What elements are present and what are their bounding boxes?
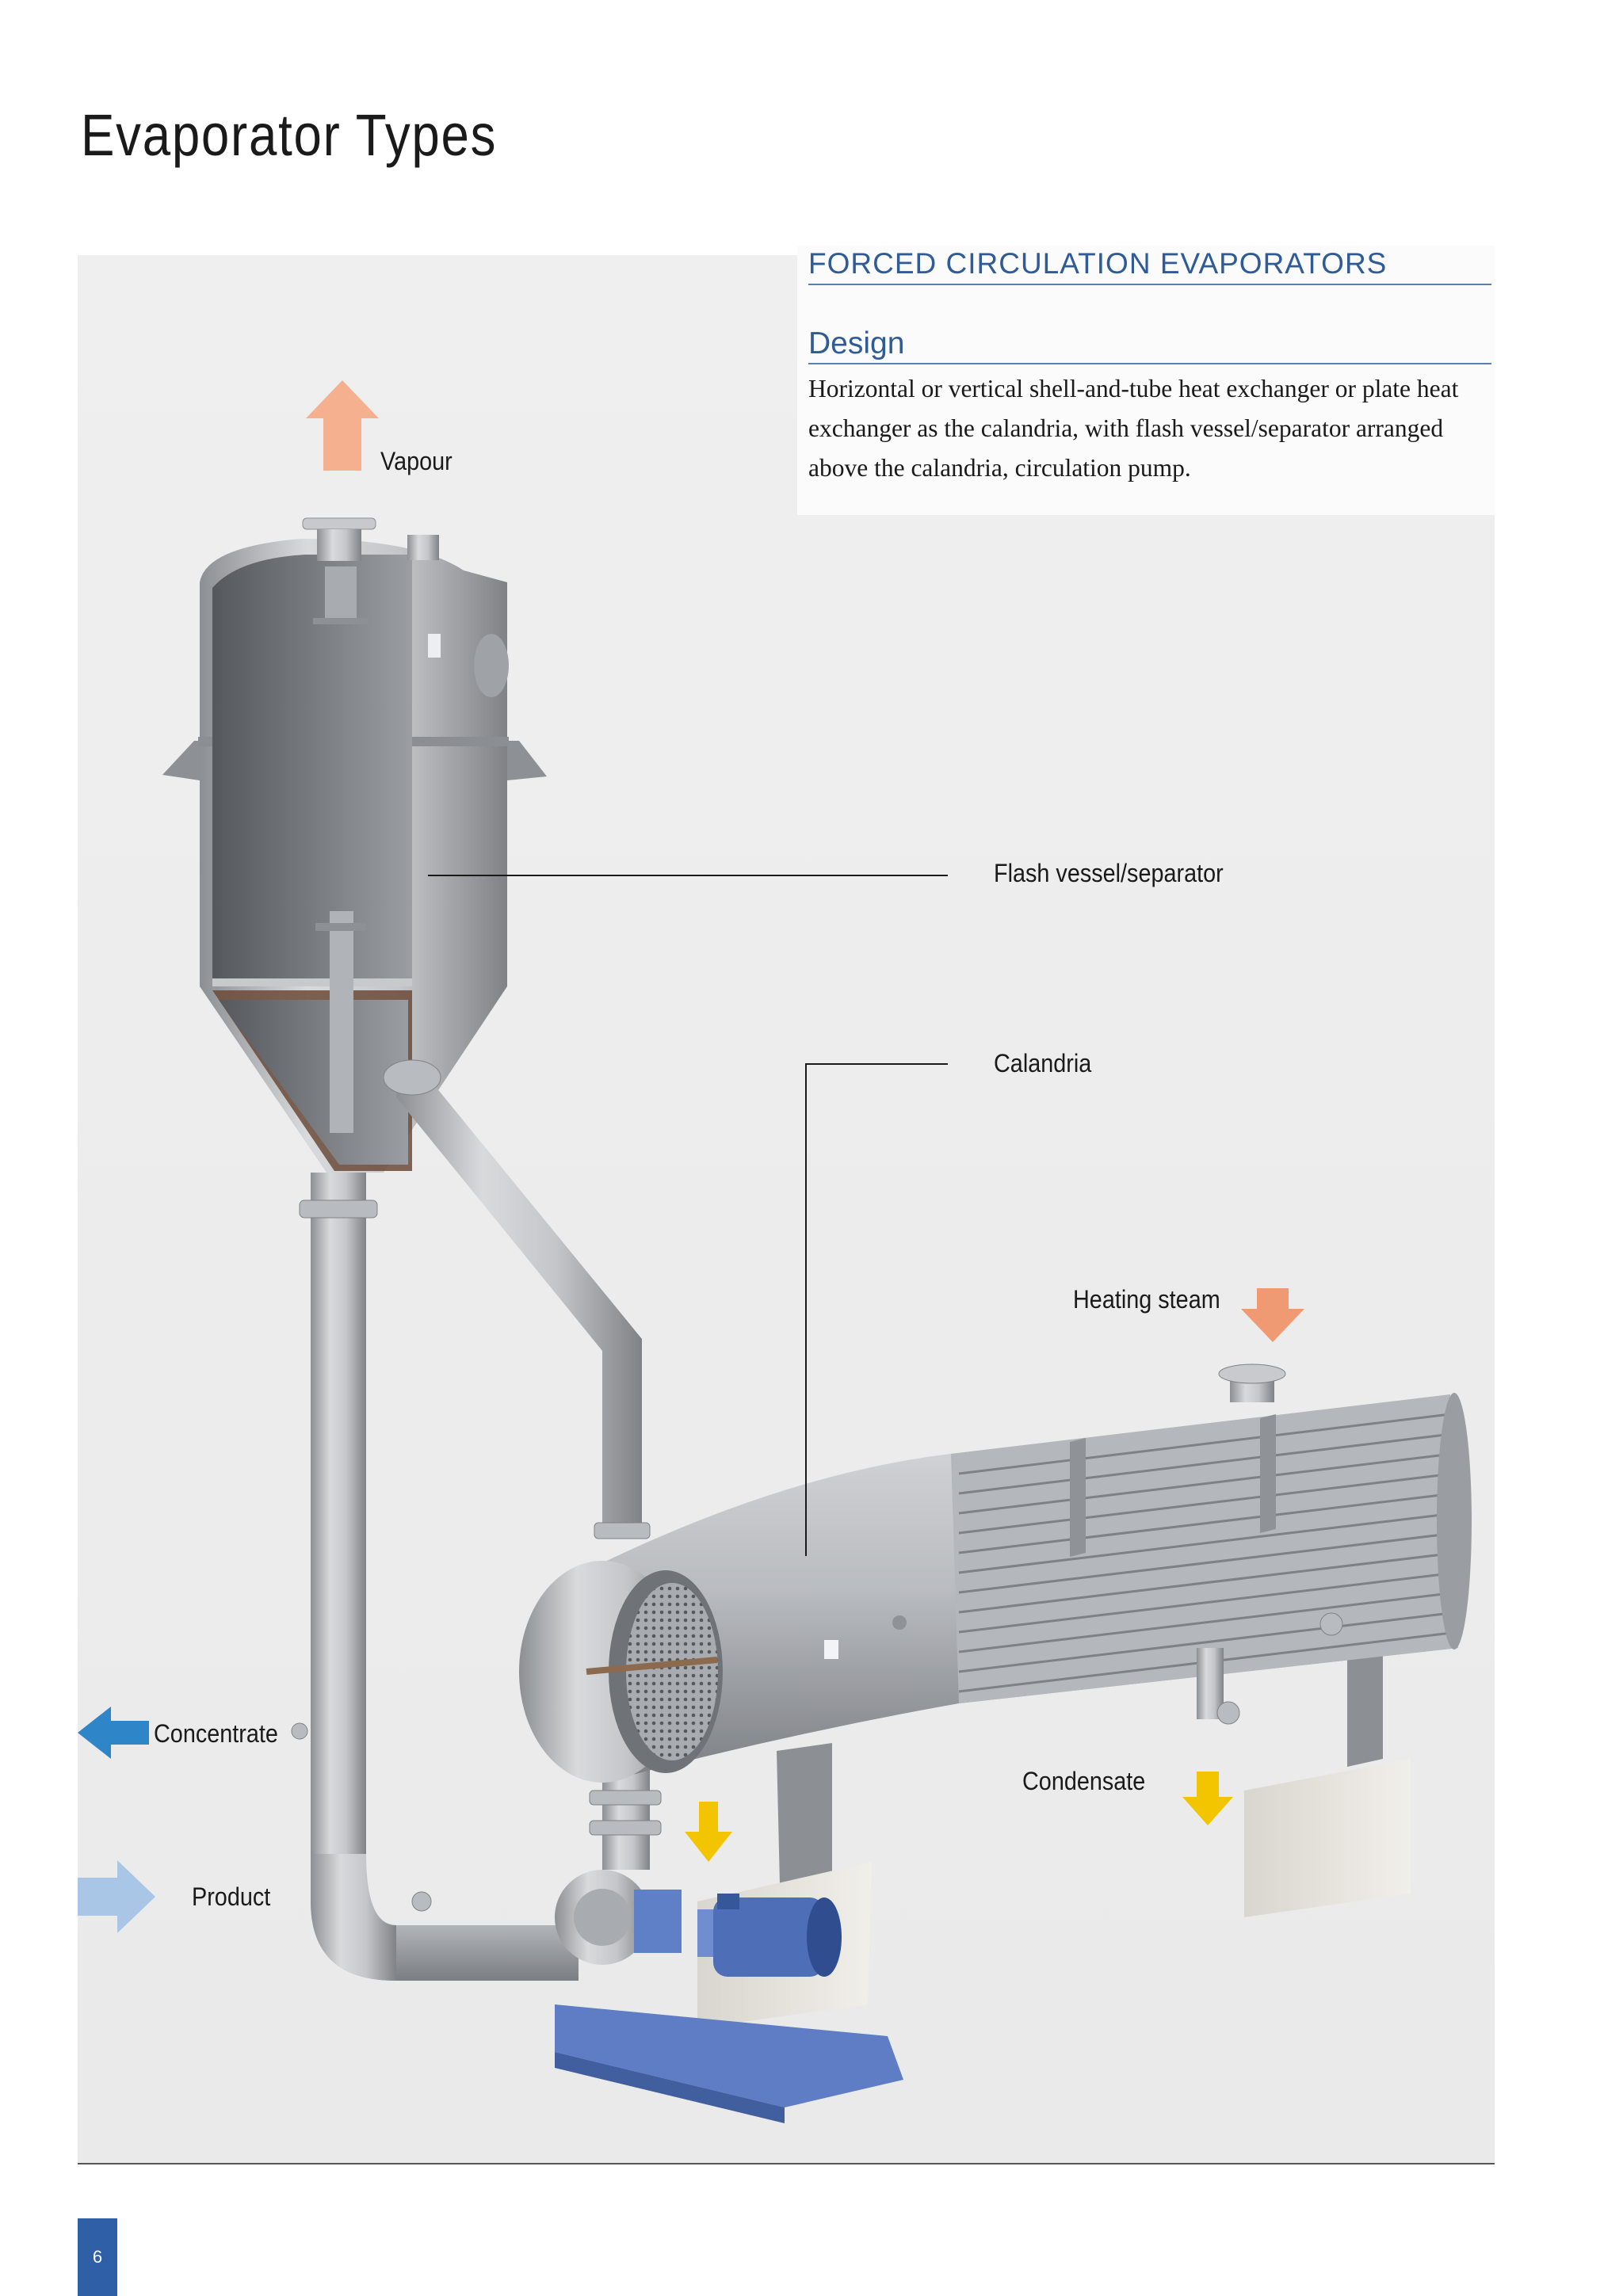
flash-vessel-leader bbox=[428, 875, 948, 876]
heating-steam-arrow bbox=[1241, 1288, 1304, 1342]
page-number: 6 bbox=[78, 2218, 117, 2296]
vapour-arrow bbox=[306, 380, 379, 471]
label-product: Product bbox=[192, 1882, 271, 1911]
info-panel bbox=[797, 246, 1495, 515]
flash-vessel bbox=[162, 517, 547, 1173]
calandria-leader-vertical bbox=[805, 1063, 807, 1556]
label-calandria: Calandria bbox=[994, 1049, 1092, 1077]
bottom-rule bbox=[78, 2163, 1495, 2164]
concentrate-arrow bbox=[78, 1707, 149, 1759]
calandria-leader-horizontal bbox=[805, 1063, 948, 1065]
design-description: Horizontal or vertical shell-and-tube he… bbox=[808, 375, 1459, 482]
product-arrow bbox=[78, 1860, 155, 1933]
condensate-arrow-left bbox=[685, 1802, 732, 1862]
label-concentrate: Concentrate bbox=[154, 1719, 278, 1748]
label-vapour: Vapour bbox=[380, 447, 453, 475]
calandria bbox=[519, 1363, 1472, 2028]
label-condensate: Condensate bbox=[1022, 1767, 1146, 1795]
page-title: Evaporator Types bbox=[81, 102, 498, 168]
circulation-piping bbox=[291, 1059, 662, 1981]
label-heating-steam: Heating steam bbox=[1073, 1285, 1220, 1314]
condensate-arrow-right bbox=[1182, 1772, 1233, 1825]
design-subheading: Design bbox=[808, 326, 1491, 364]
section-heading: FORCED CIRCULATION EVAPORATORS bbox=[808, 247, 1491, 285]
label-flash-vessel: Flash vessel/separator bbox=[994, 859, 1224, 887]
circulation-pump bbox=[555, 1870, 903, 2123]
